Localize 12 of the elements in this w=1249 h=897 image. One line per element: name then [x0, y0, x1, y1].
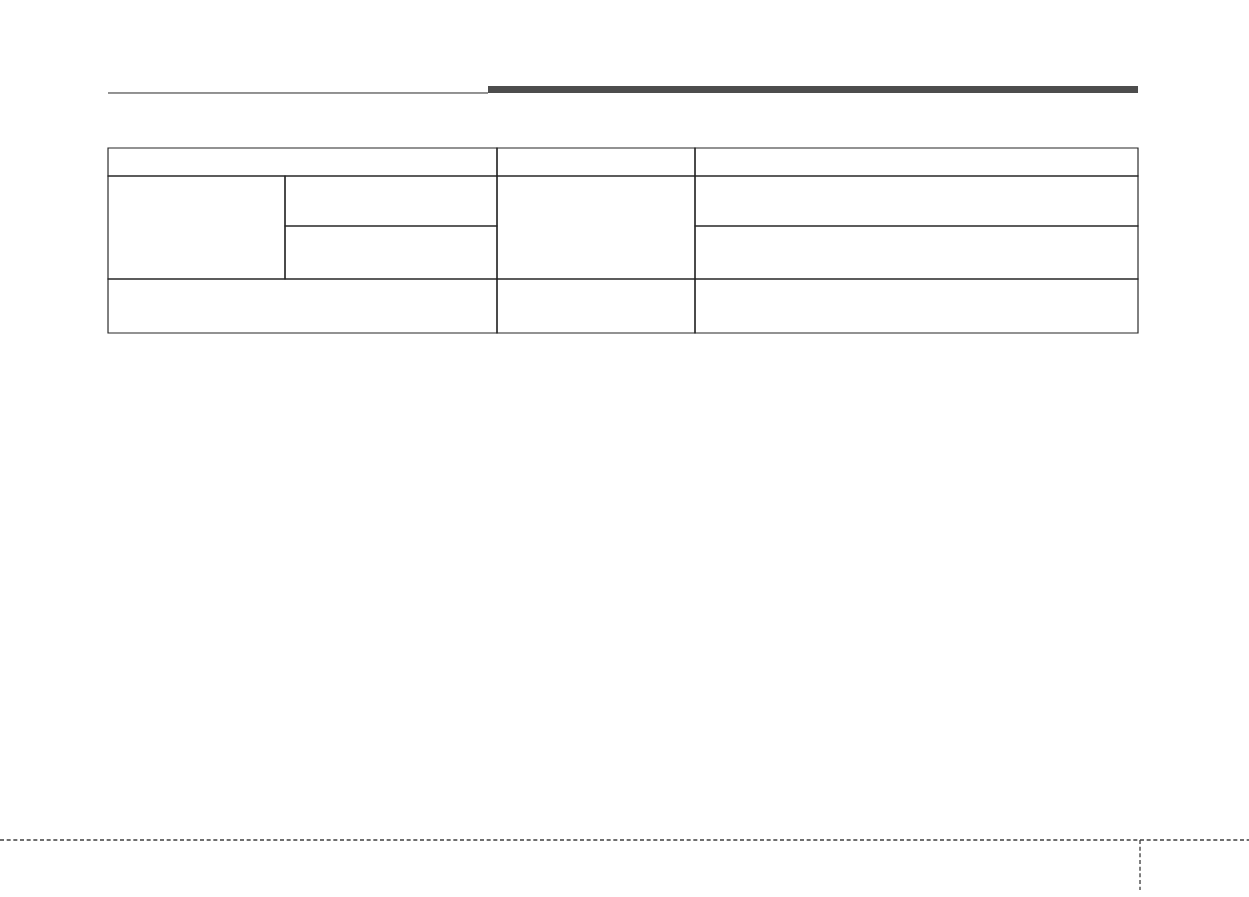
table-cell [694, 225, 1139, 280]
table-cell [694, 147, 1139, 177]
table-cell [496, 278, 696, 334]
table-cell [694, 278, 1139, 334]
table-cell [107, 278, 498, 334]
table-cell [496, 147, 696, 177]
table-cell [694, 175, 1139, 227]
table-cell [107, 147, 498, 177]
table-cell [107, 175, 286, 280]
table-cell [284, 175, 498, 227]
table-cell [496, 175, 696, 280]
table-cell [284, 225, 498, 280]
